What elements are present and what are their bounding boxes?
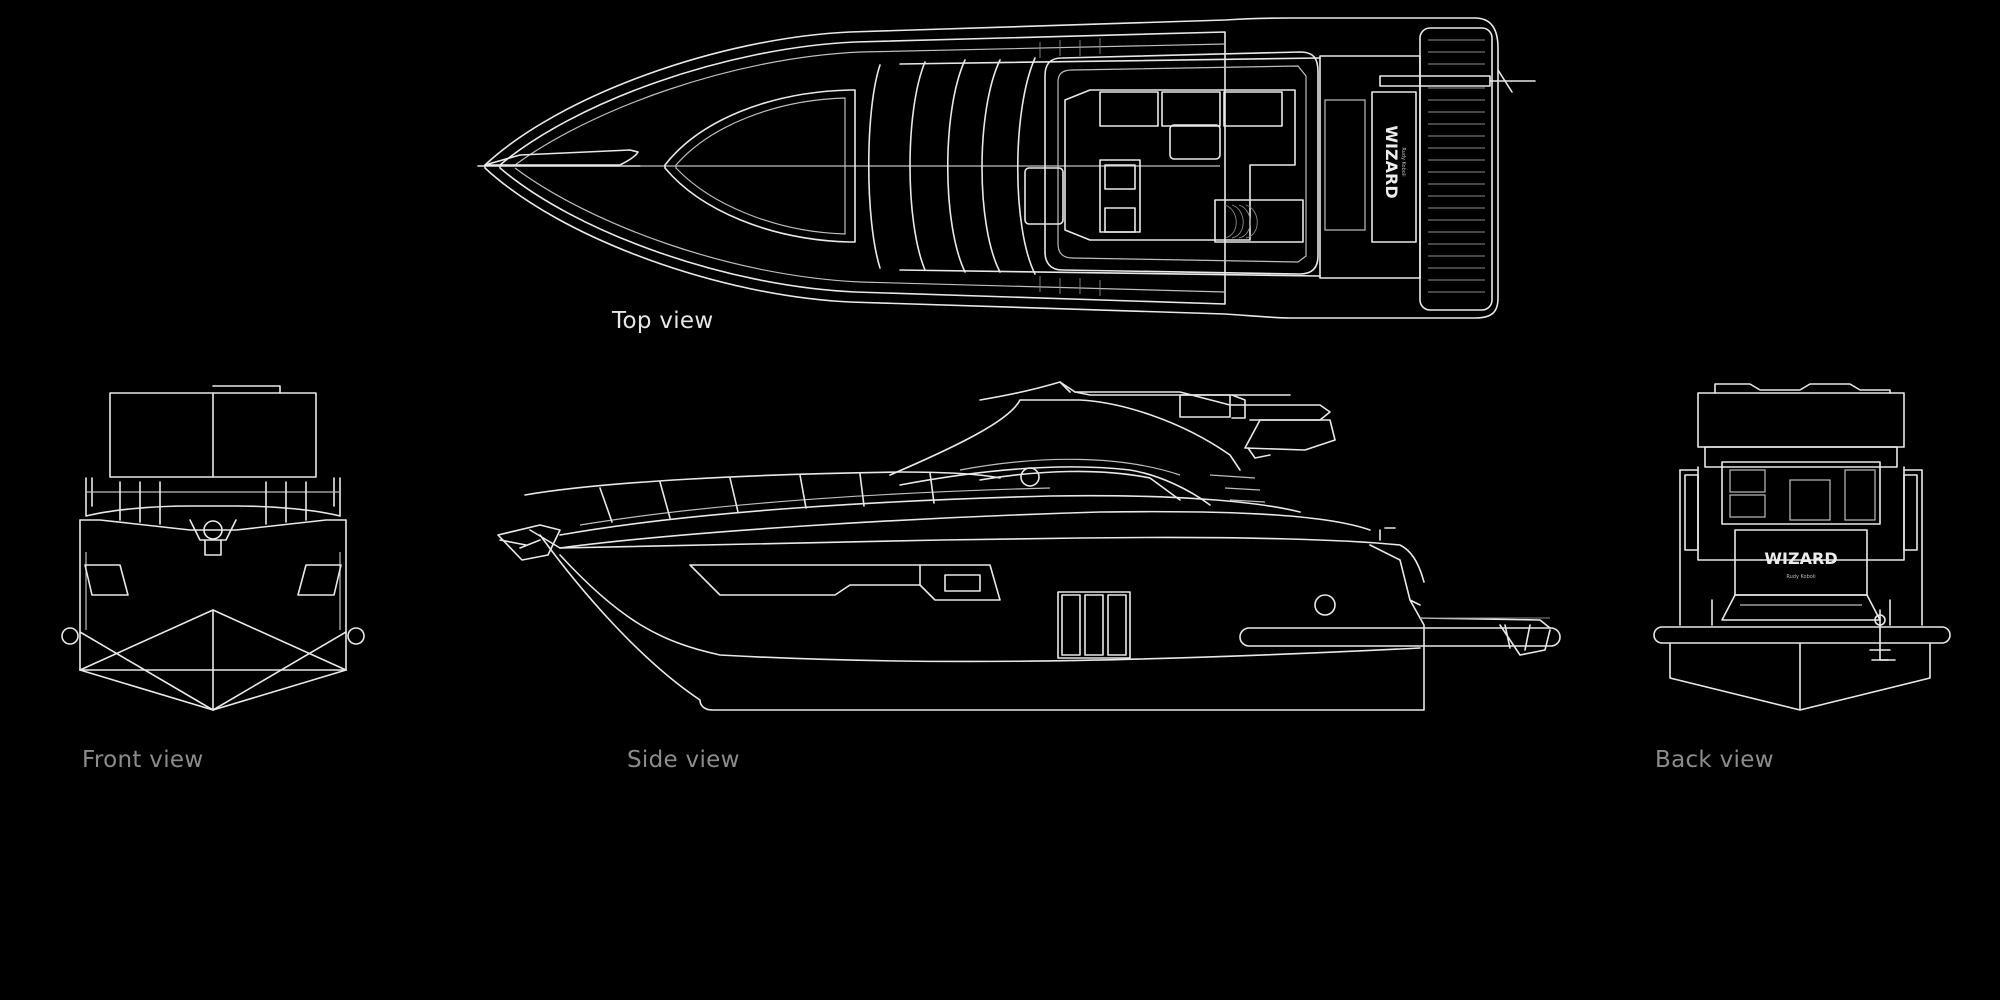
back-view-drawing: WIZARD Rudy Koboli (1653, 383, 1951, 711)
side-deck-hatch (1039, 38, 1101, 296)
swim-platform-hatch (1428, 39, 1485, 293)
front-view-label: Front view (82, 747, 204, 773)
top-view-drawing: WIZARD Rudy Koboli (477, 17, 1536, 319)
top-brand-text: WIZARD (1382, 125, 1401, 198)
top-brand-subtext: Rudy Koboli (1400, 147, 1406, 176)
back-brand-subtext: Rudy Koboli (1786, 574, 1815, 580)
side-view-drawing (497, 381, 1561, 711)
back-view-label: Back view (1655, 747, 1774, 773)
side-view-label: Side view (627, 747, 740, 773)
back-brand-text: WIZARD (1764, 549, 1837, 568)
front-view-drawing (61, 385, 365, 711)
top-view-label: Top view (612, 308, 714, 334)
